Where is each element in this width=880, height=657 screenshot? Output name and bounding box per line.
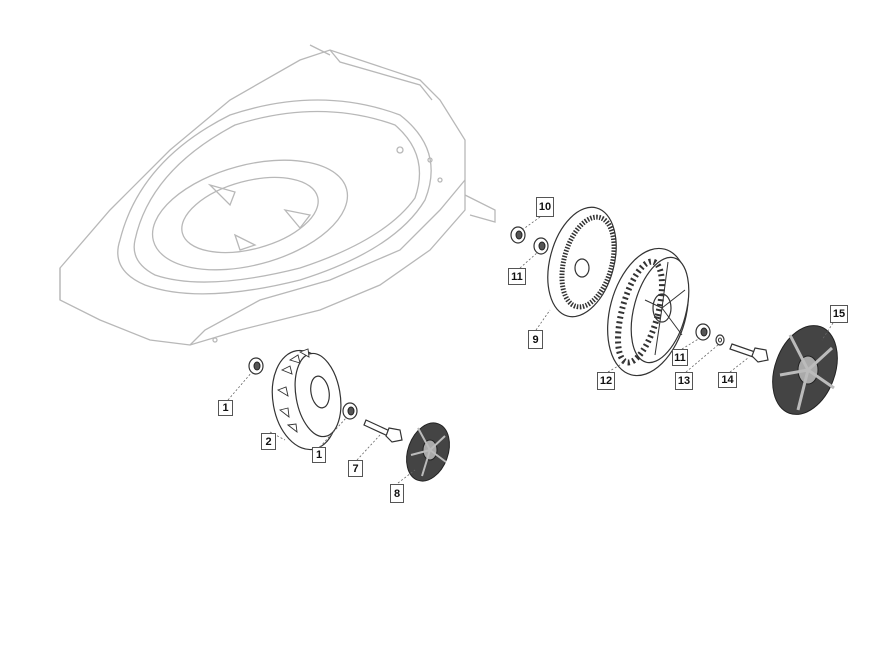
bolt-part-7 [363,419,403,443]
callout-8-hubcap[interactable]: 8 [390,484,404,503]
nut-part-11a [533,237,549,255]
nut-part-1a [248,357,264,375]
gear-wheel-part-9 [547,206,617,318]
mower-deck [59,44,496,346]
callout-1-nut-outer[interactable]: 1 [312,447,326,463]
callout-13-washer[interactable]: 13 [675,372,693,390]
callout-11-nut-outer[interactable]: 11 [672,349,688,366]
hubcap-part-8 [406,422,450,482]
nut-part-11b [695,323,711,341]
callout-2-front-wheel[interactable]: 2 [261,433,276,450]
callout-12-rear-wheel[interactable]: 12 [597,372,615,390]
nut-part-1b [342,402,358,420]
callout-10-washer[interactable]: 10 [536,197,554,217]
callout-9-gear-wheel[interactable]: 9 [528,330,543,349]
washer-part-13 [715,334,725,346]
hubcap-part-15 [772,325,838,415]
callout-14-bolt[interactable]: 14 [718,372,737,388]
front-wheel-part-2 [271,348,342,451]
bolt-part-14 [729,343,769,363]
rear-wheel-part-12 [607,247,690,377]
callout-15-hubcap[interactable]: 15 [830,305,848,323]
callout-7-bolt[interactable]: 7 [348,460,363,477]
washer-part-10 [510,226,526,244]
callout-11-nut[interactable]: 11 [508,268,526,285]
leader-lines [227,216,834,484]
callout-1-nut[interactable]: 1 [218,400,233,416]
